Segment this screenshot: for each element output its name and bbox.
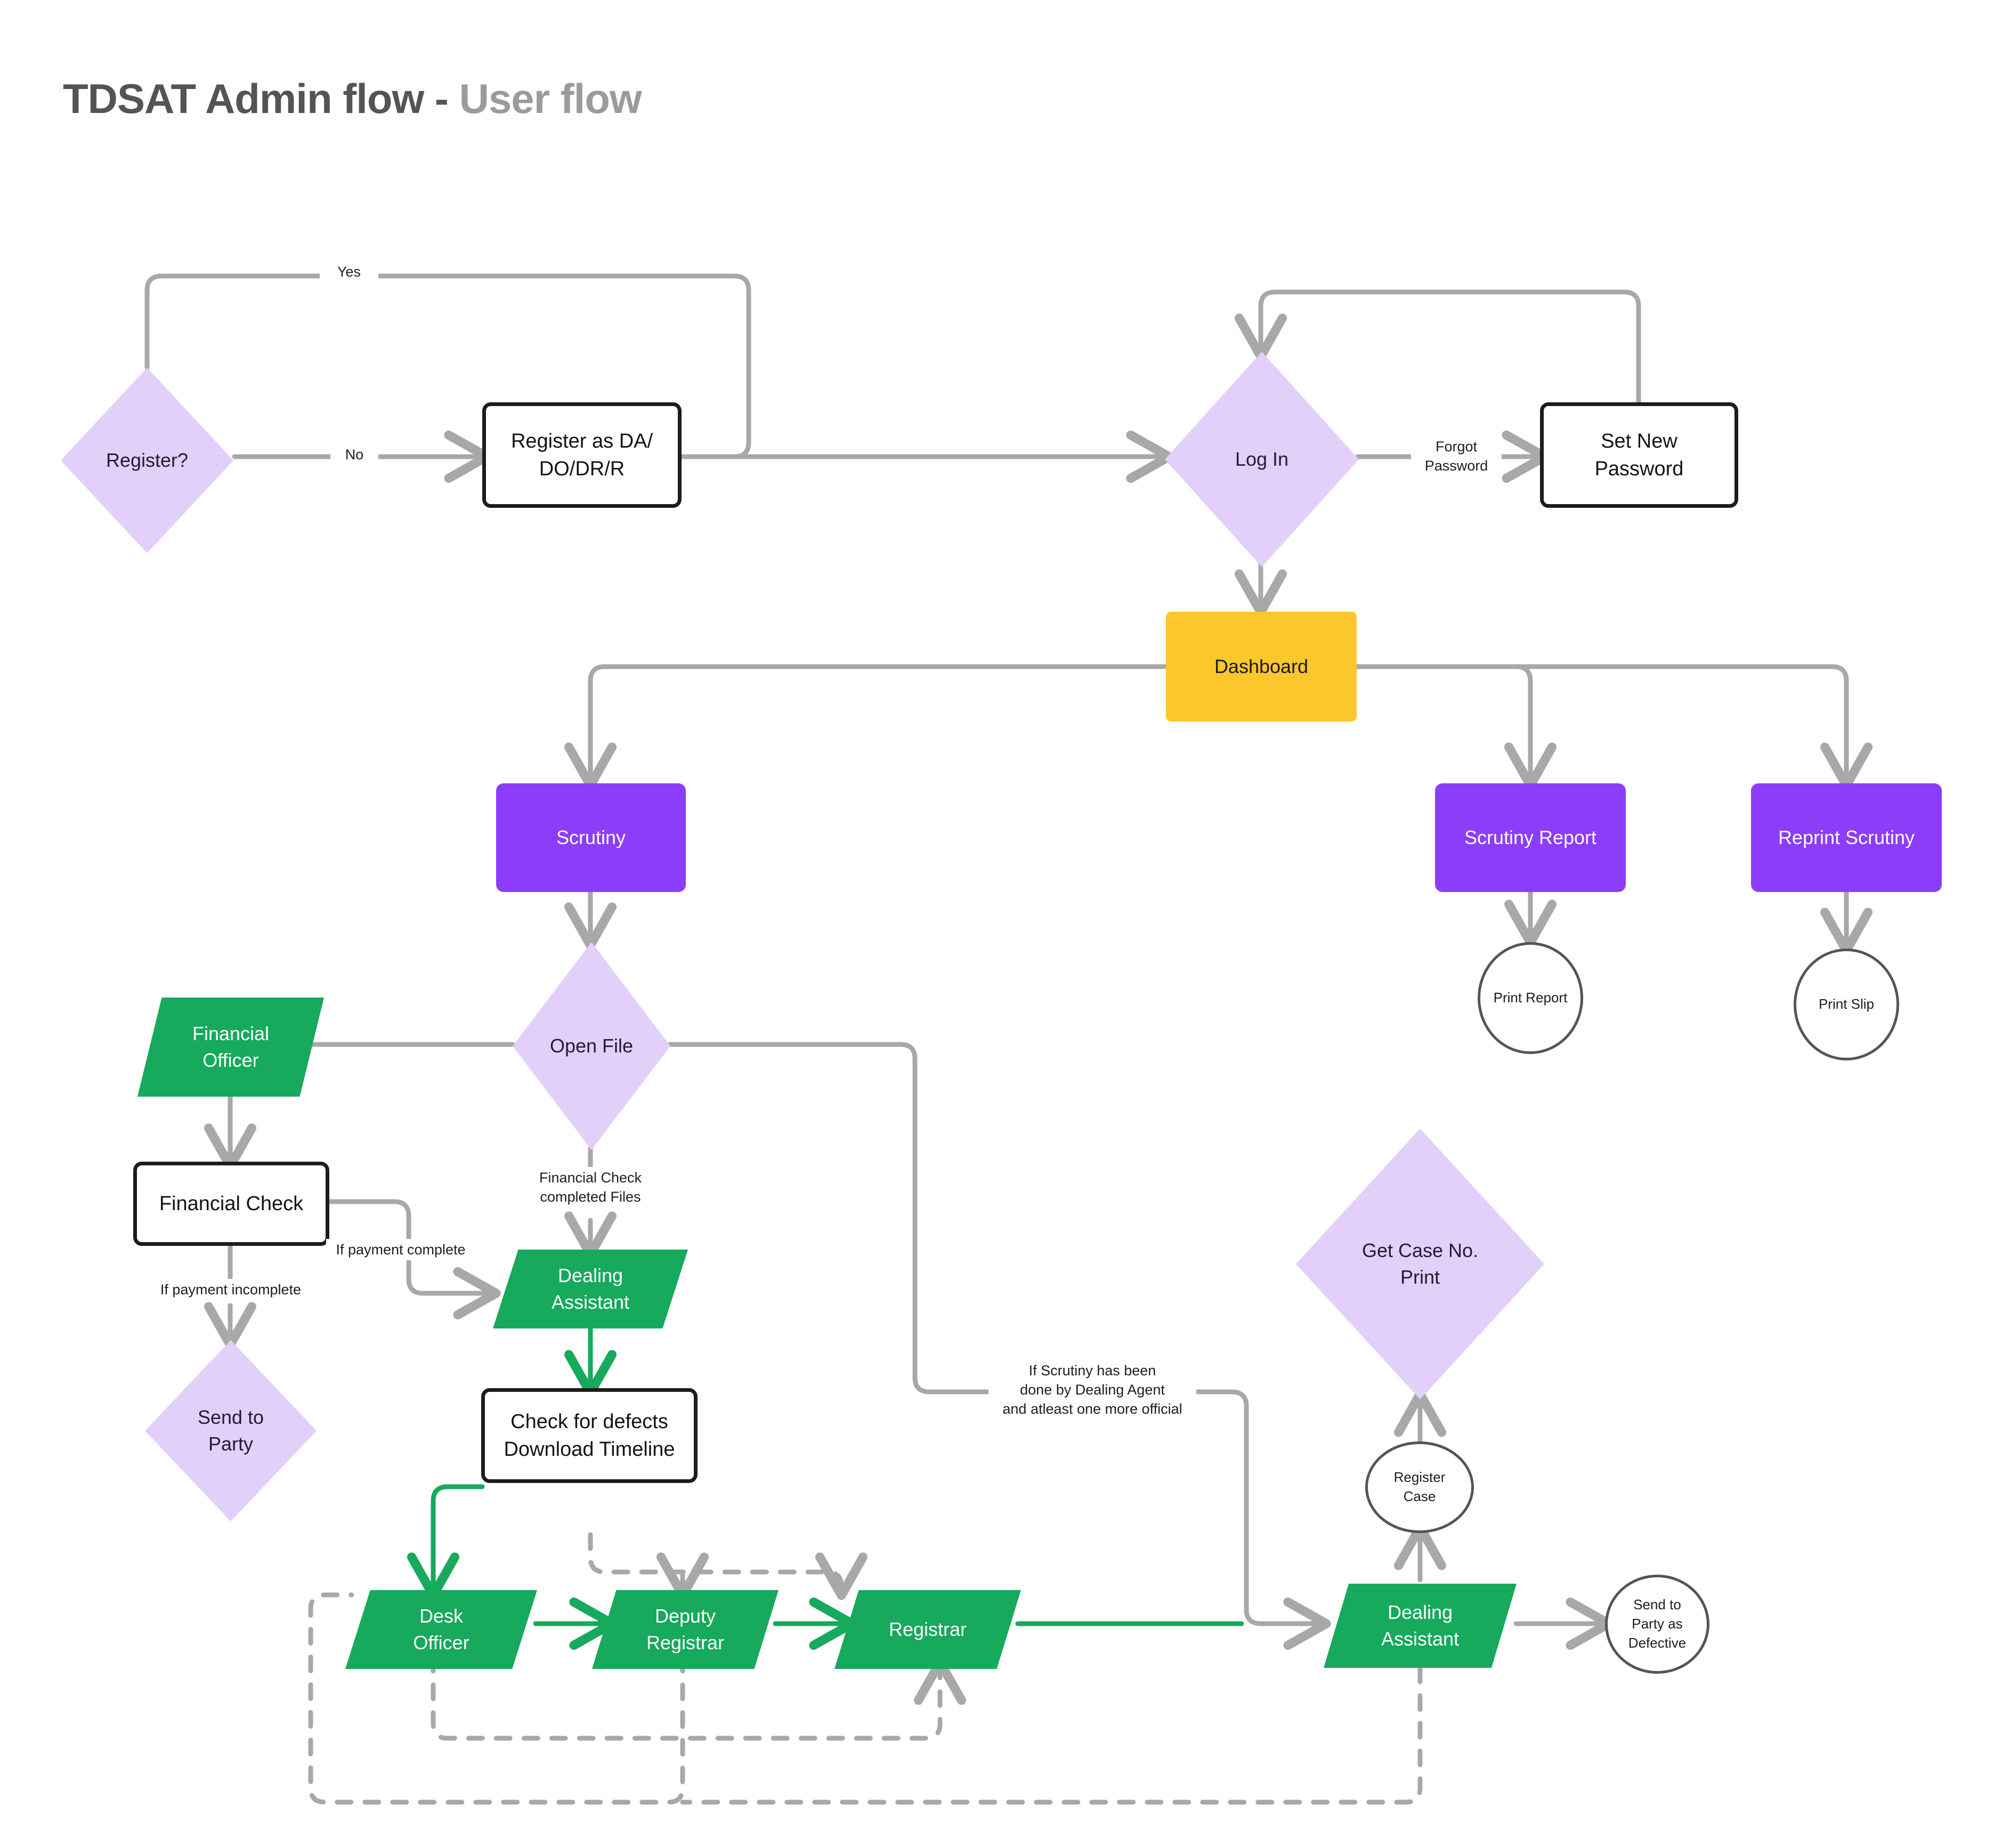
node-label: Desk Officer: [413, 1605, 469, 1654]
node-label: Send to Party as Defective: [1628, 1596, 1687, 1651]
edge-label-financial-check-completed: Financial Check completed Files: [505, 1167, 676, 1208]
edge-label-no: No: [330, 444, 378, 466]
node-label: Deputy Registrar: [646, 1605, 725, 1654]
node-get-case-no-print[interactable]: Get Case No. Print: [1296, 1129, 1544, 1399]
node-label: Print Slip: [1818, 996, 1875, 1012]
node-print-report[interactable]: Print Report: [1478, 942, 1583, 1054]
edge-label-if-scrutiny-done: If Scrutiny has been done by Dealing Age…: [988, 1360, 1196, 1420]
edge-label-yes: Yes: [320, 261, 378, 283]
title-primary: TDSAT Admin flow -: [63, 75, 459, 122]
node-scrutiny-report[interactable]: Scrutiny Report: [1435, 783, 1626, 892]
node-set-new-password[interactable]: Set New Password: [1540, 402, 1738, 508]
node-desk-officer[interactable]: Desk Officer: [345, 1590, 537, 1669]
node-scrutiny[interactable]: Scrutiny: [496, 783, 686, 892]
node-label: Financial Officer: [192, 1023, 270, 1071]
node-check-for-defects[interactable]: Check for defects Download Timeline: [481, 1388, 698, 1483]
node-label: Financial Check: [159, 1192, 304, 1215]
node-reprint-scrutiny[interactable]: Reprint Scrutiny: [1751, 783, 1942, 892]
edge-label-if-payment-complete: If payment complete: [326, 1239, 475, 1261]
node-label: Dealing Assistant: [551, 1265, 630, 1313]
node-label: Scrutiny Report: [1464, 826, 1597, 849]
node-label: Dashboard: [1214, 655, 1309, 678]
node-dealing-assistant-1[interactable]: Dealing Assistant: [493, 1250, 688, 1328]
node-send-to-party[interactable]: Send to Party: [145, 1340, 317, 1521]
title-secondary: User flow: [459, 75, 642, 122]
node-label: Registrar: [888, 1618, 967, 1641]
edge-label-forgot-password: Forgot Password: [1411, 436, 1502, 477]
page-title: TDSAT Admin flow - User flow: [63, 75, 642, 123]
node-label: Set New Password: [1594, 429, 1684, 480]
node-label: Open File: [549, 1035, 634, 1057]
node-log-in[interactable]: Log In: [1165, 352, 1359, 567]
node-label: Dealing Assistant: [1381, 1601, 1460, 1650]
node-send-to-party-as-defective[interactable]: Send to Party as Defective: [1605, 1575, 1709, 1674]
node-dealing-assistant-2[interactable]: Dealing Assistant: [1324, 1584, 1517, 1668]
node-print-slip[interactable]: Print Slip: [1794, 949, 1899, 1060]
node-deputy-registrar[interactable]: Deputy Registrar: [592, 1590, 779, 1669]
node-open-file[interactable]: Open File: [513, 942, 670, 1150]
node-register-question[interactable]: Register?: [61, 368, 233, 553]
node-register-case[interactable]: Register Case: [1365, 1441, 1474, 1533]
node-register-as[interactable]: Register as DA/ DO/DR/R: [482, 402, 682, 508]
node-label: Print Report: [1493, 990, 1568, 1006]
edge-label-if-payment-incomplete: If payment incomplete: [148, 1279, 313, 1301]
node-dashboard[interactable]: Dashboard: [1166, 612, 1357, 722]
node-registrar[interactable]: Registrar: [834, 1590, 1021, 1669]
node-label: Register?: [106, 449, 189, 472]
node-label: Reprint Scrutiny: [1778, 826, 1915, 849]
node-financial-officer[interactable]: Financial Officer: [137, 998, 324, 1097]
node-label: Log In: [1235, 448, 1289, 471]
node-label: Register Case: [1393, 1469, 1446, 1504]
node-financial-check[interactable]: Financial Check: [133, 1162, 329, 1246]
node-label: Get Case No. Print: [1361, 1239, 1479, 1288]
node-label: Check for defects Download Timeline: [504, 1410, 675, 1461]
node-label: Register as DA/ DO/DR/R: [510, 429, 653, 480]
node-label: Send to Party: [197, 1406, 264, 1455]
node-label: Scrutiny: [556, 826, 626, 849]
